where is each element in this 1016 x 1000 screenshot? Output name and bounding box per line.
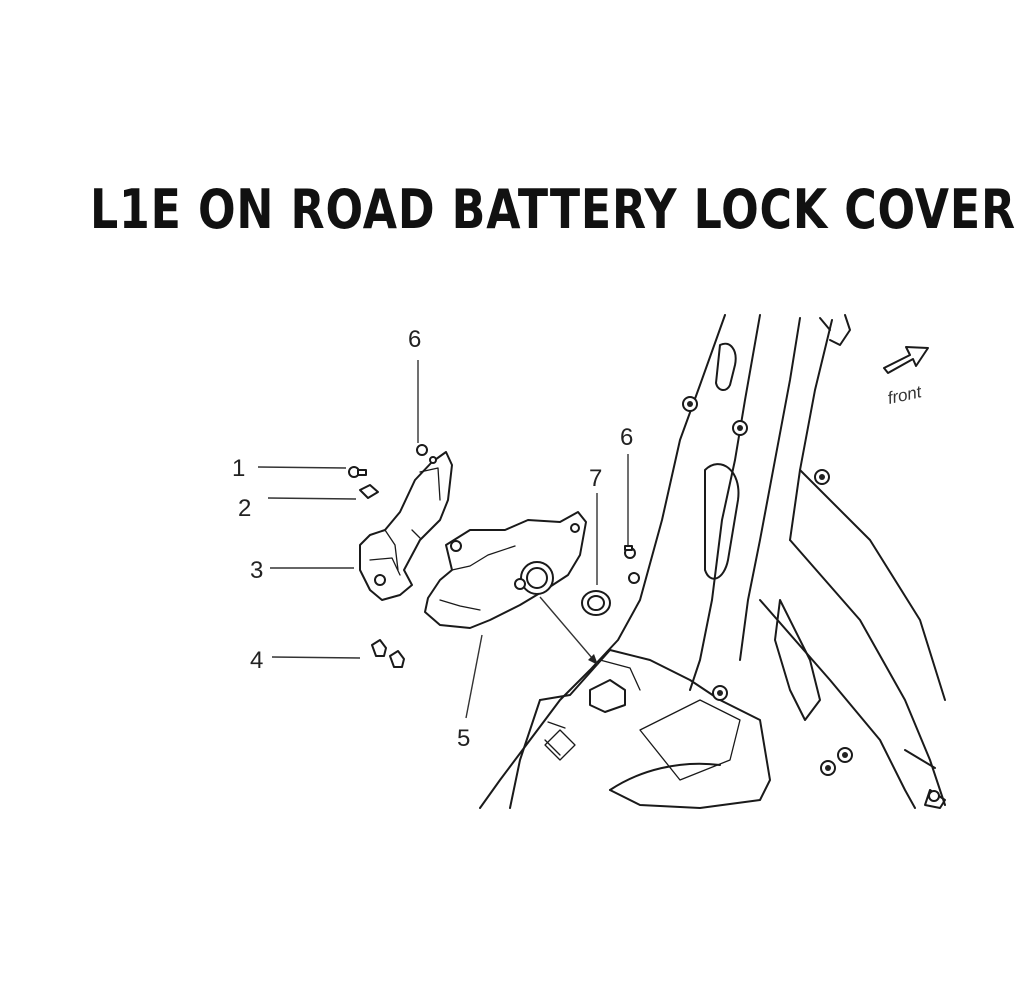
callout-2: 2 (238, 495, 251, 522)
front-direction-arrow-icon (883, 346, 929, 374)
front-direction-label: front (886, 382, 924, 408)
assembly-arrow (539, 596, 599, 666)
part-2-clip-nut (359, 484, 379, 499)
page-title: L1E ON ROAD BATTERY LOCK COVER (90, 178, 1016, 241)
callout-1: 1 (232, 455, 245, 482)
part-3-lock-bracket (359, 451, 453, 601)
callout-6-upper: 6 (408, 326, 421, 353)
part-5-battery-lock-cover (424, 511, 587, 629)
part-1-screw (348, 466, 367, 478)
callout-3: 3 (250, 557, 263, 584)
leader-lines (257, 360, 629, 719)
part-6-screw-upper (416, 444, 428, 456)
part-7-grommet (581, 590, 611, 616)
callout-4: 4 (250, 647, 263, 674)
part-4-screws (371, 639, 405, 668)
part-6-screw-right (624, 545, 636, 559)
callout-6-right: 6 (620, 424, 633, 451)
scooter-frame (479, 314, 946, 809)
callout-5: 5 (457, 725, 470, 752)
callout-7: 7 (589, 465, 602, 492)
assembly-arrow-head (588, 654, 598, 665)
